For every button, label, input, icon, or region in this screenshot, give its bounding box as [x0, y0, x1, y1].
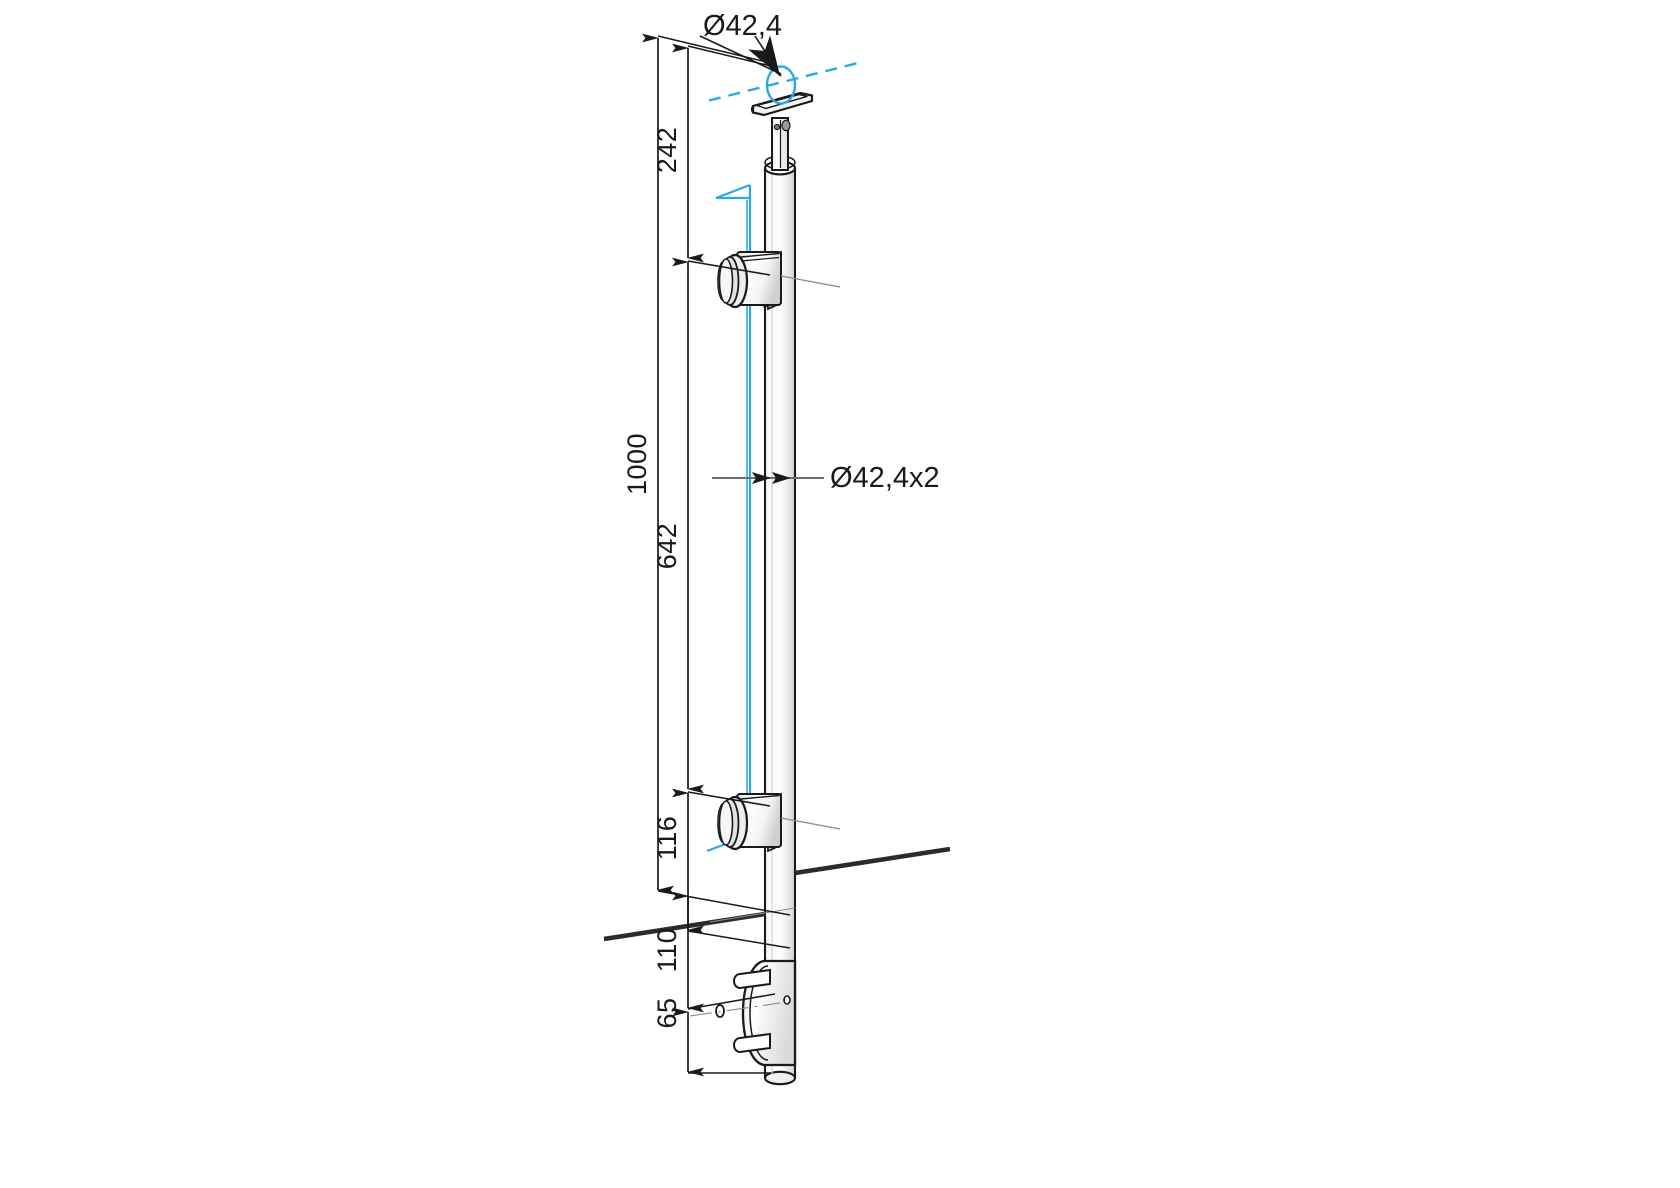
dimension-242-witness-top [687, 45, 776, 68]
lower-clamp-slot [740, 794, 780, 800]
base-plate-side-screw [783, 995, 791, 1005]
dimension-tube-spec: Ø42,4x2 [712, 462, 940, 494]
upper-clamp-disc-rim [717, 261, 723, 301]
lower-clamp-disc-inner [718, 800, 734, 846]
dimension-65-text: 65 [652, 997, 682, 1028]
dimension-1000-text: 1000 [622, 433, 652, 495]
dimension-642: 642 [652, 257, 771, 794]
floor-line-right [794, 846, 951, 876]
dimension-116-witness-bottom [687, 930, 791, 949]
base-plate [689, 959, 797, 1067]
dimension-116-text: 116 [652, 816, 682, 861]
saddle-set-screw [773, 123, 781, 131]
dimension-116-witness-top [687, 791, 771, 807]
dimension-242-text: 242 [652, 127, 682, 174]
dimension-110-text: 110 [652, 928, 682, 973]
handrail-centerline [708, 60, 863, 102]
saddle-plate-inner [756, 93, 808, 110]
label-handrail-diameter: Ø42,4 [703, 10, 782, 42]
floor-line-left [603, 911, 766, 942]
base-plate-slot-top [733, 968, 771, 990]
dimension-110-witness-bottom [687, 993, 776, 1010]
upper-glass-clamp [717, 250, 841, 311]
lower-clamp-disc-rim [717, 803, 723, 843]
upper-clamp-slot [740, 252, 780, 258]
dimension-110: 110 [652, 891, 776, 1013]
leader-handrail-arrow [748, 35, 782, 77]
base-plate-hole [715, 1004, 725, 1018]
dimension-642-witness-top [687, 260, 771, 276]
dimension-116: 116 [652, 788, 791, 949]
base-plate-axis [689, 1002, 781, 1017]
dimension-65: 65 [652, 997, 770, 1077]
dimension-242: 242 [652, 43, 776, 263]
upper-clamp-slot-2 [740, 256, 780, 262]
leader-handrail-diameter: Ø42,4 [699, 10, 782, 77]
dimension-642-text: 642 [652, 523, 682, 570]
saddle-end-left [750, 105, 754, 114]
base-plate-slot-bottom [733, 1032, 771, 1054]
upper-clamp-leader [780, 275, 841, 288]
saddle-boss [781, 119, 791, 132]
upper-clamp-disc-inner [718, 258, 734, 304]
label-tube-spec: Ø42,4x2 [830, 462, 940, 494]
lower-clamp-leader [780, 817, 841, 830]
handrail-saddle-bracket [750, 91, 814, 171]
post-tube-bottom [763, 1070, 797, 1086]
floor-projection [709, 907, 796, 923]
glass-top-edge-oblique [715, 183, 751, 200]
lower-glass-clamp [717, 792, 841, 853]
